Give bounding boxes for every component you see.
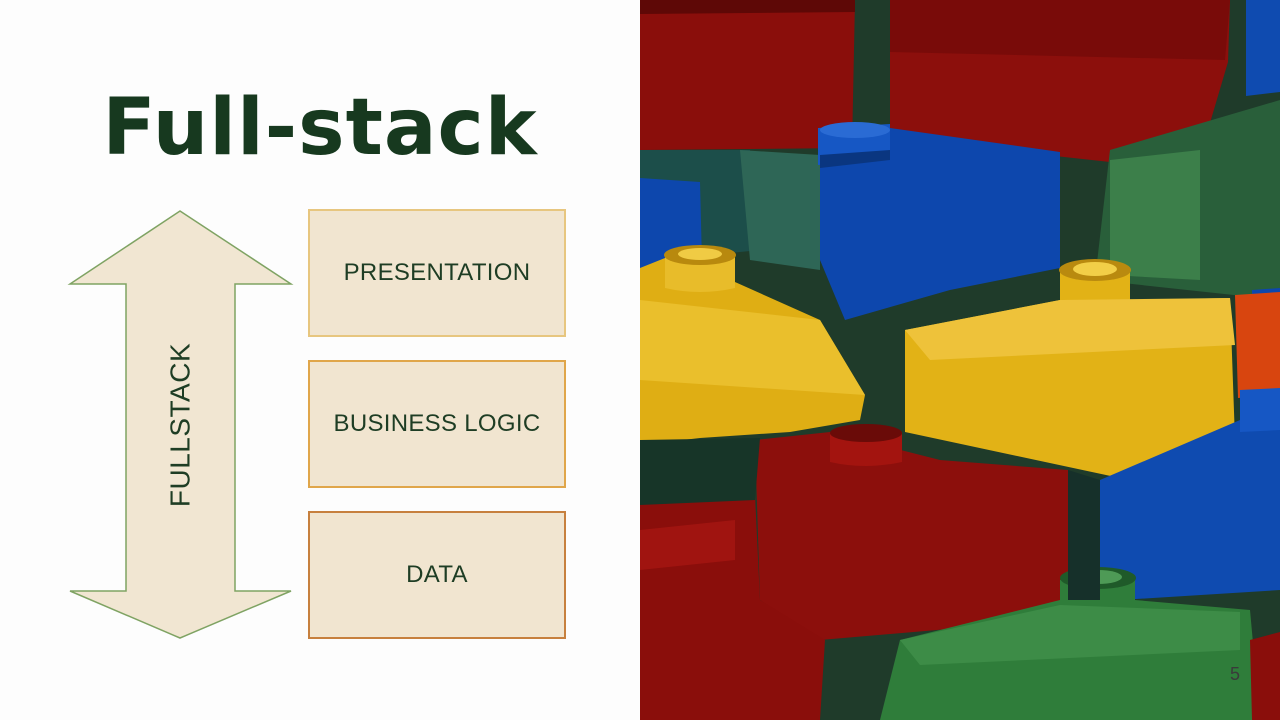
slide-number: 5 [1230,664,1241,684]
toy-bricks-photo [640,0,1280,720]
double-arrow: FULLSTACK [67,210,294,639]
slide-title: Full-stack [102,83,538,173]
layer-box-data: DATA [308,511,566,639]
brick-blue-center [820,128,1060,320]
layer-box-presentation: PRESENTATION [308,209,566,337]
brick-blue-top-right [1246,0,1280,96]
layer-label-data: DATA [406,561,468,588]
layer-label-presentation: PRESENTATION [343,259,531,286]
layer-label-business-logic: BUSINESS LOGIC [333,410,541,437]
double-arrow-shape [67,210,294,639]
layer-box-business-logic: BUSINESS LOGIC [308,360,566,488]
arrow-label: FULLSTACK [165,343,196,507]
brick-red-top-left [640,0,855,150]
left-panel: Full-stack FULLSTACK PRESENTATION BUSINE… [67,83,566,639]
toy-bricks-illustration [640,0,1280,720]
brick-blue-right [1100,415,1280,600]
brick-red-center [755,432,1068,640]
